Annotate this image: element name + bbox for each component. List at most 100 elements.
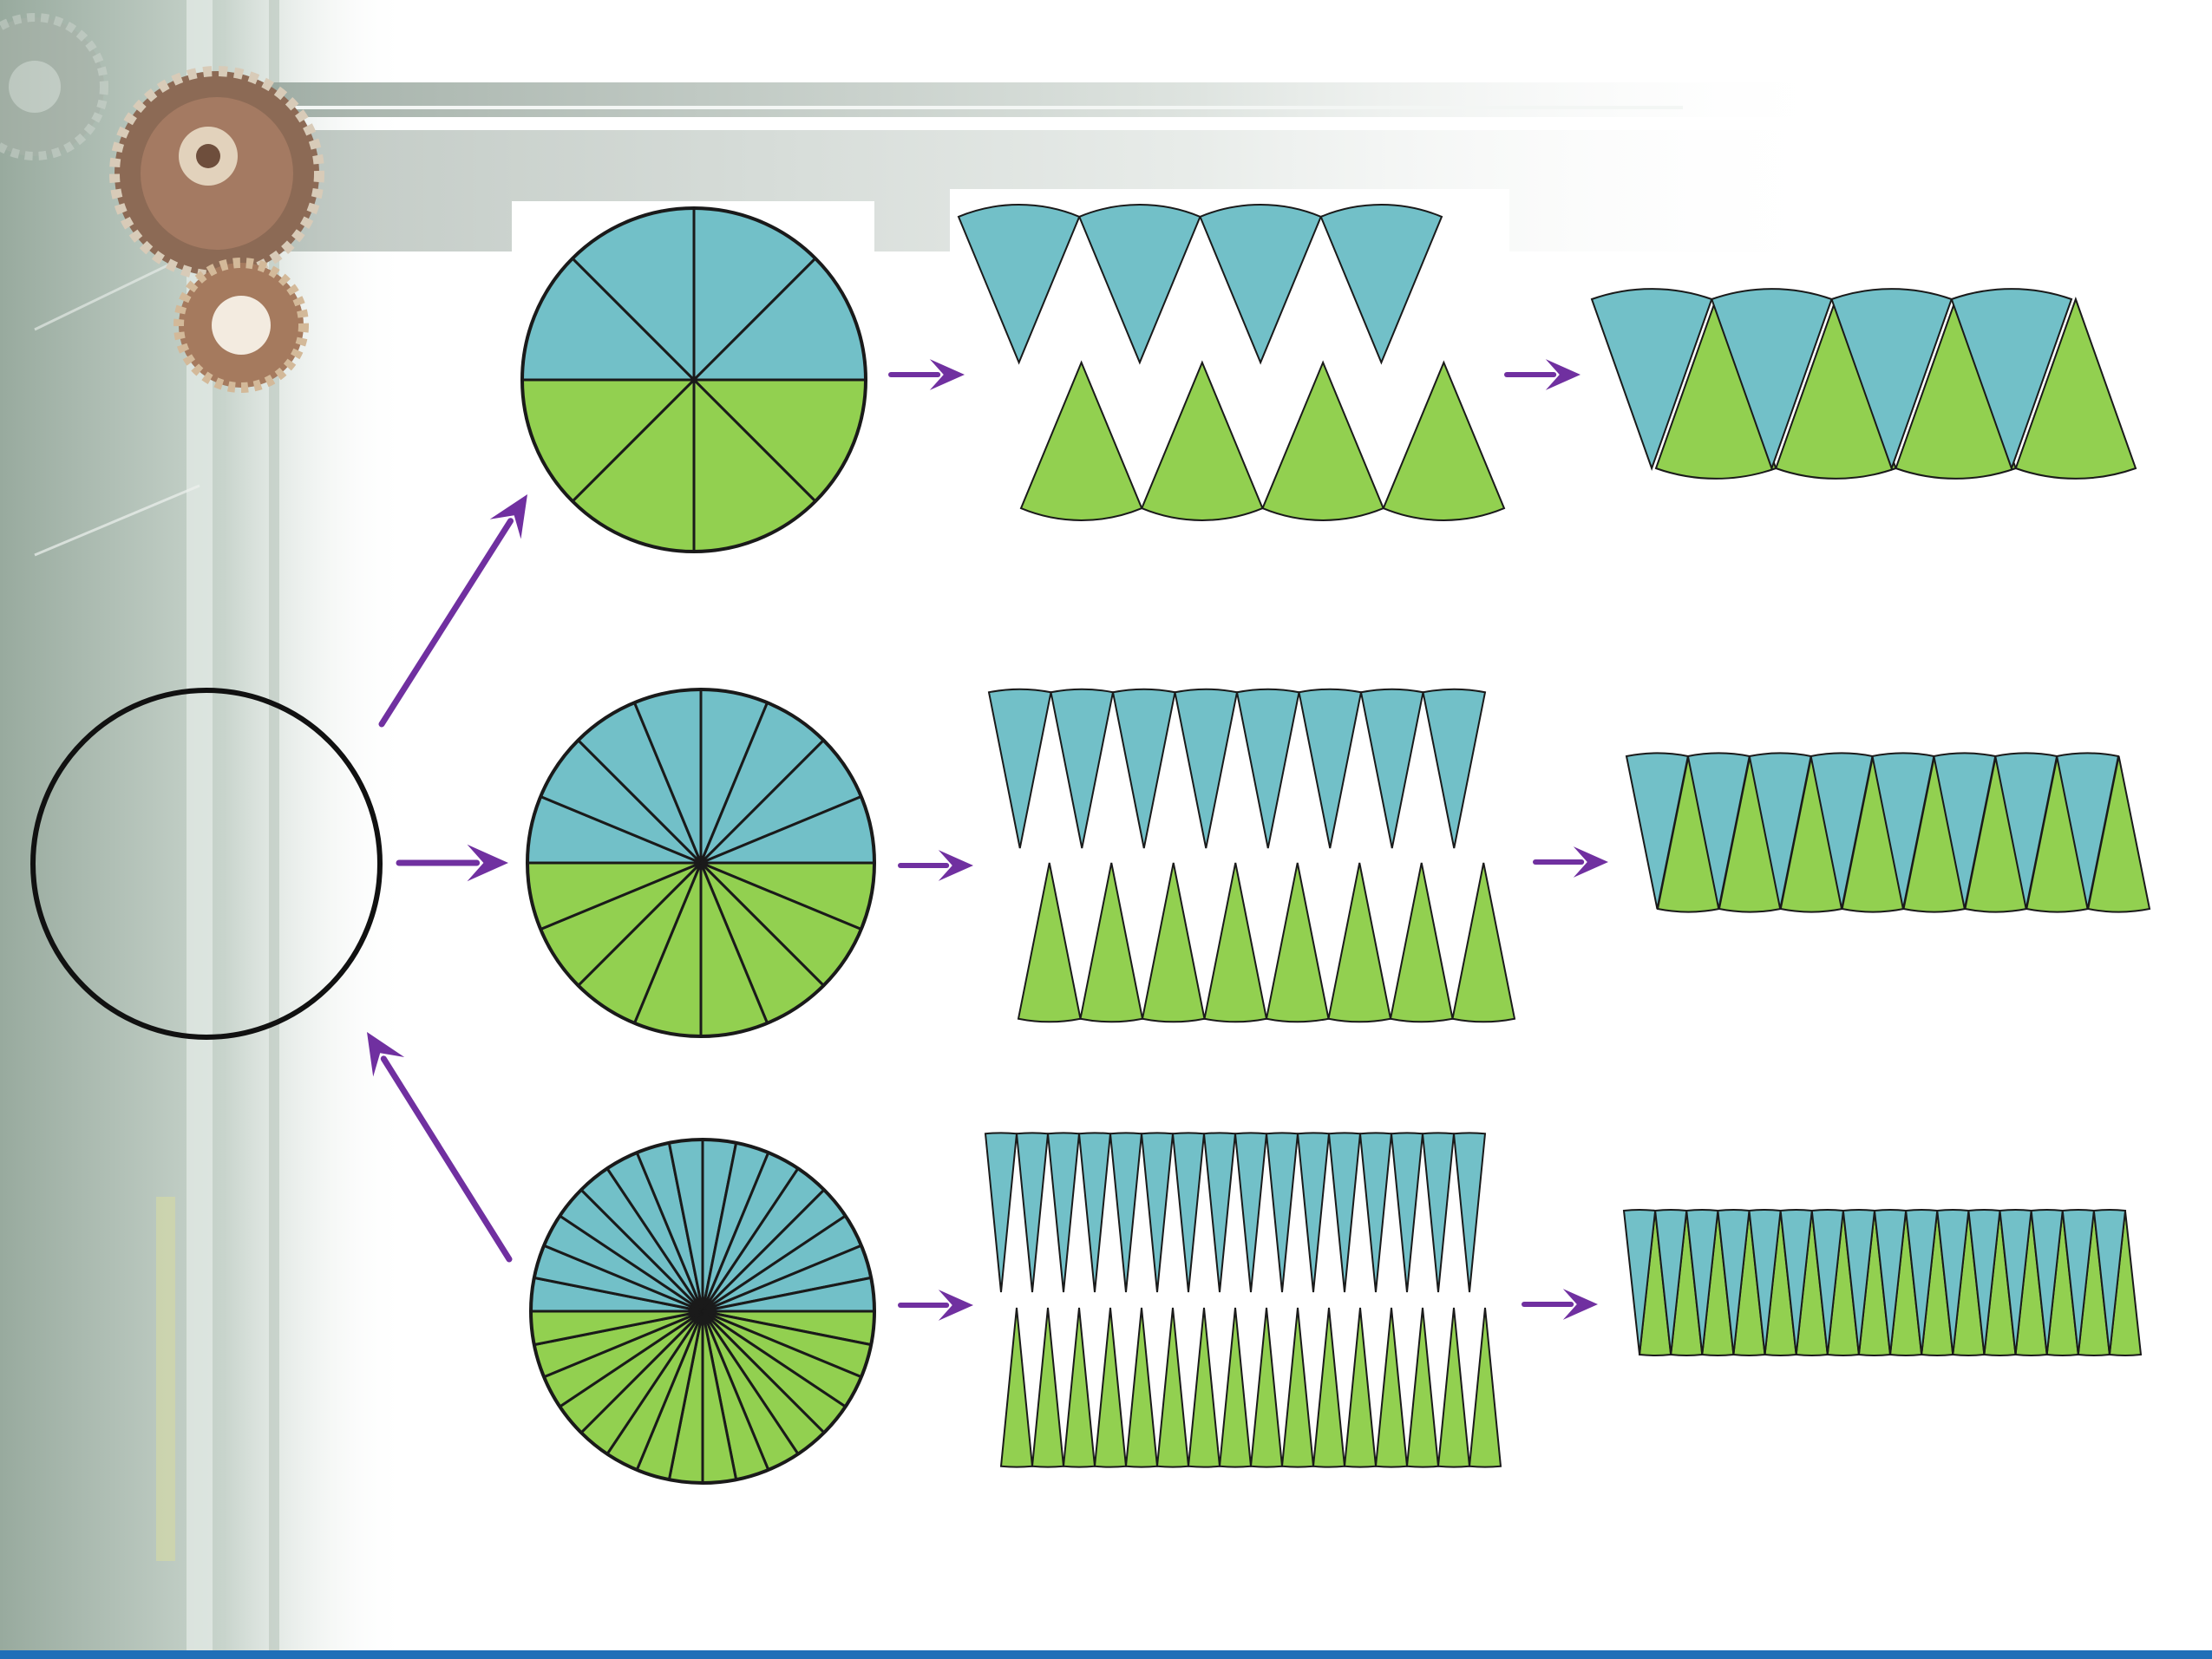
interlocked-strip: [1590, 288, 2137, 480]
divided-circle: [526, 688, 876, 1038]
bottom-wedge: [1895, 297, 2018, 480]
bottom-wedge: [1389, 862, 1454, 1023]
arrow-right: [898, 1290, 973, 1321]
top-wedge: [1710, 288, 1833, 471]
arrow-shaft: [378, 518, 514, 728]
bottom-wedge: [1405, 1307, 1440, 1468]
bottom-wedge: [1261, 360, 1385, 521]
bottom-wedge: [1031, 1307, 1065, 1468]
top-wedge: [1174, 688, 1239, 849]
bottom-wedge: [1124, 1307, 1159, 1468]
bottom-wedge: [1654, 297, 1777, 480]
bottom-wedge: [1187, 1307, 1221, 1468]
bottom-wedge: [1382, 360, 1506, 521]
bottom-wedge: [1249, 1307, 1284, 1468]
top-wedge: [1452, 1132, 1487, 1293]
faded-gear-icon: [0, 13, 108, 160]
bottom-wedge: [1436, 1307, 1471, 1468]
top-wedge: [1830, 288, 1953, 471]
bottom-wedge: [1140, 360, 1264, 521]
top-wedge: [1296, 1132, 1331, 1293]
bottom-wedge: [1468, 1307, 1502, 1468]
split-halves: [987, 688, 1516, 1023]
top-wedge: [1327, 1132, 1362, 1293]
split-halves: [957, 204, 1506, 521]
top-wedge: [1358, 1132, 1393, 1293]
footer-bar: [0, 1650, 2212, 1659]
bottom-wedge: [1155, 1307, 1190, 1468]
bottom-wedge: [2014, 297, 2137, 480]
arrow-head: [489, 494, 527, 539]
top-wedge: [1171, 1132, 1206, 1293]
bottom-wedge: [1451, 862, 1516, 1023]
bottom-wedge: [1774, 297, 1897, 480]
bottom-wedge: [1218, 1307, 1253, 1468]
top-wedge: [1298, 688, 1363, 849]
arrow-head: [1562, 1289, 1598, 1320]
bottom-wedge: [1327, 862, 1392, 1023]
interlocked-strip: [1625, 752, 2151, 913]
divided-circle: [520, 206, 867, 553]
top-wedge: [1077, 204, 1201, 365]
top-band-line: [208, 106, 1683, 109]
bottom-wedge: [1019, 360, 1143, 521]
arrow-right: [888, 359, 965, 390]
bottom-wedge: [1062, 1307, 1096, 1468]
top-wedge: [2092, 1209, 2127, 1355]
top-wedge: [1109, 1132, 1143, 1293]
arrow-head: [467, 844, 508, 882]
split-halves: [984, 1132, 1502, 1468]
bottom-wedge: [1280, 1307, 1315, 1468]
top-wedge: [1421, 1132, 1456, 1293]
bottom-wedge: [1141, 862, 1206, 1023]
top-wedge: [1235, 688, 1300, 849]
source-circle: [30, 688, 383, 1040]
bottom-wedge: [1017, 862, 1082, 1023]
bottom-wedge: [1203, 862, 1268, 1023]
top-wedge: [957, 204, 1081, 365]
arrow-up-right: [378, 494, 527, 728]
top-wedge: [1422, 688, 1487, 849]
arrow-right: [1504, 359, 1580, 390]
bottom-wedge: [1312, 1307, 1346, 1468]
arrow-shaft: [380, 1055, 513, 1263]
decor-line: [34, 484, 200, 557]
top-wedge: [1050, 688, 1115, 849]
top-band: [208, 82, 1856, 117]
top-wedge: [1590, 288, 1713, 471]
arrow-head: [938, 1290, 973, 1321]
bottom-wedge: [1265, 862, 1330, 1023]
gear-icon: [109, 66, 324, 281]
top-wedge: [1319, 204, 1443, 365]
top-wedge: [1359, 688, 1424, 849]
arrow-head: [367, 1032, 405, 1077]
arrow-right: [1522, 1289, 1598, 1320]
left-panel-stripe: [269, 0, 279, 1659]
top-wedge: [1265, 1132, 1299, 1293]
top-wedge: [2055, 752, 2120, 910]
arrow-head: [929, 359, 965, 390]
top-wedge: [987, 688, 1052, 849]
divided-circle: [529, 1138, 876, 1485]
interlocked-strip: [1622, 1209, 2143, 1356]
arrow-right: [396, 844, 508, 882]
top-wedge: [1140, 1132, 1175, 1293]
arrow-right: [1533, 846, 1608, 878]
decor-yellow-bar: [156, 1197, 175, 1561]
top-wedge: [1234, 1132, 1268, 1293]
bottom-wedge: [1374, 1307, 1409, 1468]
top-wedge: [1077, 1132, 1112, 1293]
bottom-wedge: [1093, 1307, 1128, 1468]
small-gear-icon: [173, 258, 309, 393]
bottom-wedge: [1343, 1307, 1378, 1468]
arrow-head: [1573, 846, 1608, 878]
top-wedge: [1390, 1132, 1424, 1293]
arrow-head: [938, 850, 973, 881]
top-wedge: [1046, 1132, 1081, 1293]
bottom-wedge: [1079, 862, 1144, 1023]
circle-outline: [526, 688, 876, 1038]
top-wedge: [1202, 1132, 1237, 1293]
top-wedge: [984, 1132, 1018, 1293]
bottom-wedge: [999, 1307, 1034, 1468]
